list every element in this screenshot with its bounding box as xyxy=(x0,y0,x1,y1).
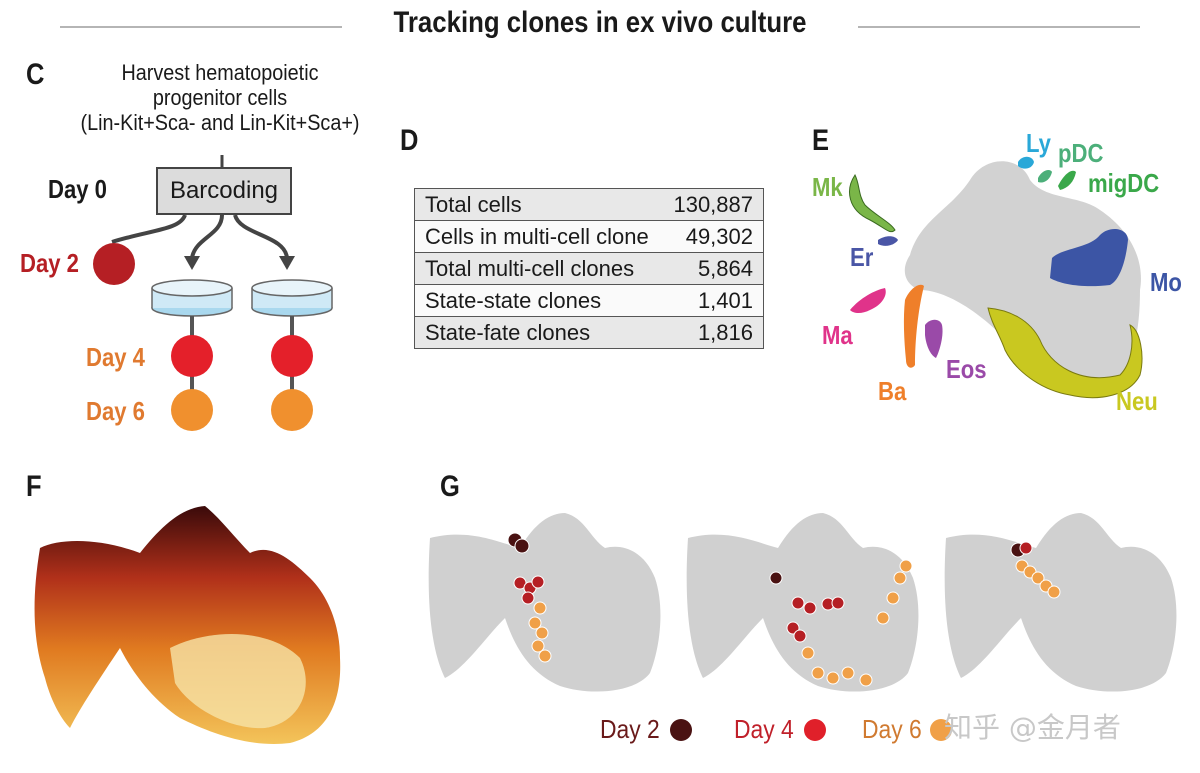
f-inner-light xyxy=(170,634,306,729)
eos-label: Eos xyxy=(946,354,987,384)
eos-cluster xyxy=(925,319,943,358)
barcoding-box: Barcoding xyxy=(156,167,292,215)
row-value: 5,864 xyxy=(662,252,765,285)
branch-to-dish1 xyxy=(190,214,224,259)
migdc-label: migDC xyxy=(1088,168,1160,198)
row-label: Total multi-cell clones xyxy=(414,252,663,285)
panel-c-letter: C xyxy=(26,58,45,91)
neu-cluster xyxy=(987,307,1143,399)
ba-label: Ba xyxy=(878,376,907,406)
day6-label: Day 6 xyxy=(86,396,145,426)
harvest-line-1: Harvest hematopoietic xyxy=(121,60,319,85)
ly-cluster xyxy=(1018,156,1034,169)
harvest-text: Harvest hematopoietic progenitor cells (… xyxy=(76,60,364,135)
ba-cluster xyxy=(903,284,924,368)
legend-day6-dot xyxy=(930,719,952,741)
day6-dot-1 xyxy=(171,389,213,431)
panel-g-embeddings xyxy=(428,513,1177,692)
title-rule-left xyxy=(60,26,342,28)
row-label: State-fate clones xyxy=(414,316,663,349)
mo-cluster xyxy=(1050,228,1128,287)
row-label: State-state clones xyxy=(414,284,663,317)
panel-e-letter: E xyxy=(812,124,830,157)
legend-day6-label: Day 6 xyxy=(862,714,922,744)
day2-label: Day 2 xyxy=(20,248,79,278)
er-cluster xyxy=(878,236,898,246)
culture-dish-1 xyxy=(151,279,233,317)
branch-to-dish2 xyxy=(233,214,289,259)
migdc-cluster xyxy=(1058,170,1076,190)
day2-dot xyxy=(93,243,135,285)
state-cloud xyxy=(904,161,1141,391)
row-value: 130,887 xyxy=(662,188,765,221)
figure-title: Tracking clones in ex vivo culture xyxy=(393,6,807,39)
day6-dot-2 xyxy=(271,389,313,431)
row-label: Total cells xyxy=(414,188,663,221)
pdc-cluster xyxy=(1038,170,1052,183)
title-rule-right xyxy=(858,26,1140,28)
ly-label: Ly xyxy=(1026,128,1051,158)
harvest-line-3: (Lin-Kit+Sca- and Lin-Kit+Sca+) xyxy=(80,110,360,135)
arrow-head-2 xyxy=(279,256,295,270)
panel-g-letter: G xyxy=(440,470,460,503)
legend-day2-dot xyxy=(670,719,692,741)
legend-day4-label: Day 4 xyxy=(734,714,794,744)
harvest-line-2: progenitor cells xyxy=(152,85,288,110)
row-value: 49,302 xyxy=(662,220,765,253)
row-value: 1,816 xyxy=(662,316,765,349)
panel-d-letter: D xyxy=(400,124,419,157)
row-value: 1,401 xyxy=(662,284,765,317)
branch-to-day2 xyxy=(111,214,187,244)
g-map-day-series-1 xyxy=(428,513,661,692)
mk-cluster xyxy=(849,174,896,233)
g-map-day-series-3 xyxy=(944,513,1177,692)
culture-dish-2 xyxy=(251,279,333,317)
neu-label: Neu xyxy=(1116,386,1158,416)
er-label: Er xyxy=(850,242,874,272)
row-label: Cells in multi-cell clone xyxy=(414,220,663,253)
ma-label: Ma xyxy=(822,320,853,350)
g-map-day-series-2 xyxy=(686,513,919,692)
pdc-label: pDC xyxy=(1058,138,1104,168)
panel-c-diagram xyxy=(93,155,333,431)
mo-label: Mo xyxy=(1150,267,1182,297)
day4-dot-2 xyxy=(271,335,313,377)
legend-day2-label: Day 2 xyxy=(600,714,660,744)
panel-e-embedding xyxy=(849,156,1143,399)
arrow-head-1 xyxy=(184,256,200,270)
legend-day4-dot xyxy=(804,719,826,741)
panel-f-letter: F xyxy=(26,470,42,503)
ma-cluster xyxy=(850,288,886,313)
day4-dot-1 xyxy=(171,335,213,377)
mk-label: Mk xyxy=(812,172,843,202)
panel-f-embedding xyxy=(34,506,341,744)
day0-label: Day 0 xyxy=(48,174,107,204)
watermark: 知乎 @金月者 xyxy=(944,711,1121,744)
day4-label: Day 4 xyxy=(86,342,145,372)
